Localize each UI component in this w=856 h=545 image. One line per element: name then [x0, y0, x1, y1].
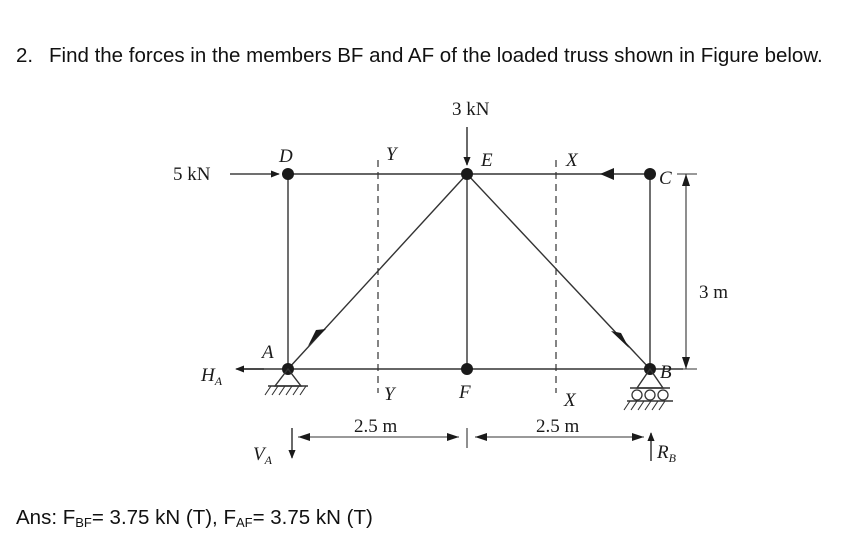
member-arrow-c	[600, 168, 614, 180]
section-label-y-bottom: Y	[384, 384, 397, 405]
member-arrow-eb	[611, 331, 629, 348]
question-number: 2.	[16, 44, 34, 67]
joint-d	[282, 168, 294, 180]
reaction-label-ha: HA	[200, 365, 223, 388]
answer-bf-value: = 3.75 kN (T), F	[91, 506, 236, 529]
question-text: Find the forces in the members BF and AF…	[49, 44, 823, 67]
answer-prefix: Ans: F	[16, 506, 76, 529]
question: 2. Find the forces in the members BF and…	[16, 42, 846, 69]
section-label-x-bottom: X	[563, 390, 577, 411]
member-ae	[287, 173, 468, 370]
load-label-5kn: 5 kN	[173, 164, 211, 185]
reaction-label-va: VA	[253, 444, 273, 467]
joint-c	[644, 168, 656, 180]
dimension-label-span-right: 2.5 m	[536, 416, 580, 437]
joint-f	[461, 363, 473, 375]
pin-support-a	[264, 367, 308, 396]
node-label-c: C	[659, 168, 672, 189]
node-label-b: B	[660, 362, 672, 383]
joint-e	[461, 168, 473, 180]
node-label-e: E	[480, 150, 493, 171]
node-label-f: F	[458, 382, 471, 403]
node-label-d: D	[278, 146, 293, 167]
answer-af-subscript: AF	[235, 515, 253, 530]
dimension-height	[677, 173, 697, 370]
reaction-label-rb: RB	[656, 442, 677, 465]
member-arrow-ae	[308, 329, 326, 346]
section-label-y-top: Y	[386, 144, 399, 165]
dimension-label-span-left: 2.5 m	[354, 416, 398, 437]
load-label-3kn: 3 kN	[452, 99, 490, 120]
answer-bf-subscript: BF	[75, 515, 92, 530]
roller-support-b	[623, 367, 673, 411]
dimension-label-height: 3 m	[699, 282, 728, 303]
dimension-span	[298, 428, 644, 448]
section-label-x-top: X	[565, 150, 579, 171]
answer-af-value: = 3.75 kN (T)	[252, 506, 373, 529]
answer: Ans: FBF= 3.75 kN (T), FAF= 3.75 kN (T)	[16, 504, 373, 536]
node-label-a: A	[260, 342, 274, 363]
